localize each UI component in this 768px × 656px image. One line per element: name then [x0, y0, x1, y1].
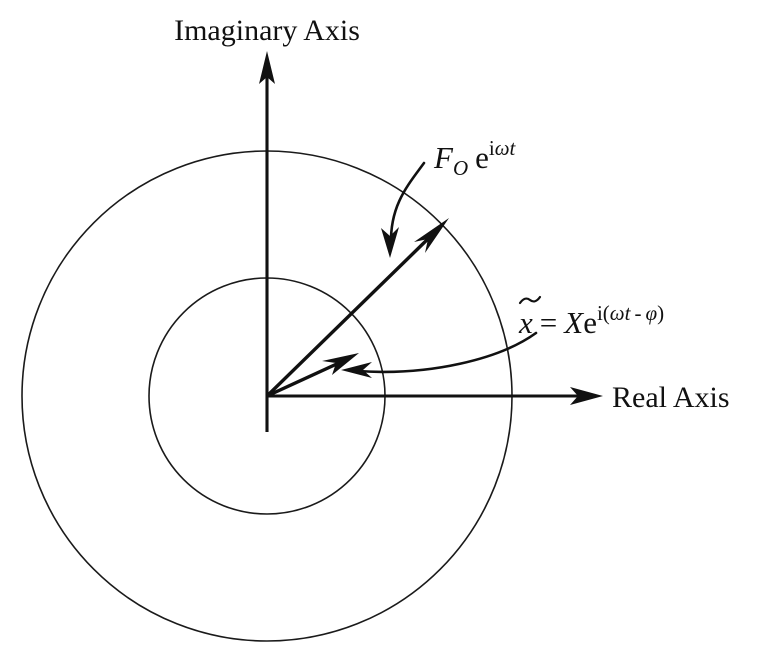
forcing-exponent-t: t: [510, 136, 517, 160]
imaginary-axis-label: Imaginary Axis: [174, 14, 360, 47]
forcing-phasor-callout-curve: [389, 161, 426, 246]
imaginary-axis-arrowhead: [259, 51, 275, 84]
response-amplitude-X: X: [562, 305, 584, 340]
response-exponent-t: t: [625, 301, 632, 325]
response-phasor-callout-curve: [356, 331, 538, 374]
svg-text:x=Xei(ωt-φ): x=Xei(ωt-φ): [518, 301, 664, 340]
response-exp-open-paren: (: [603, 301, 610, 325]
forcing-phasor-vector: [265, 232, 435, 398]
response-exponent-omega: ω: [610, 301, 625, 325]
response-symbol-tilde-accent: [518, 295, 542, 305]
response-exponent-phi: φ: [645, 301, 657, 325]
real-axis-label: Real Axis: [612, 381, 730, 414]
forcing-subscript-O: O: [453, 156, 468, 180]
forcing-exponent-i: i: [489, 136, 495, 160]
response-symbol-x: x: [518, 305, 533, 340]
response-exponent-minus: -: [634, 301, 641, 325]
real-axis-arrowhead: [570, 387, 603, 405]
response-exp-close-paren: ): [657, 301, 664, 325]
forcing-exp-base-e: e: [475, 140, 489, 175]
response-phasor-callout-arrowhead: [341, 362, 372, 378]
forcing-phasor-callout-arrowhead: [381, 227, 399, 258]
response-phasor-arrowhead: [322, 353, 359, 375]
forcing-symbol-F: F: [433, 140, 454, 175]
response-exp-base-e: e: [583, 305, 597, 340]
forcing-phasor-arrowhead: [414, 218, 449, 253]
response-equals: =: [540, 305, 557, 340]
response-exponent-i: i: [597, 301, 603, 325]
forcing-exponent-omega: ω: [495, 136, 510, 160]
response-phasor-label: x=Xei(ωt-φ): [518, 295, 664, 340]
response-phasor-vector: [266, 360, 342, 398]
